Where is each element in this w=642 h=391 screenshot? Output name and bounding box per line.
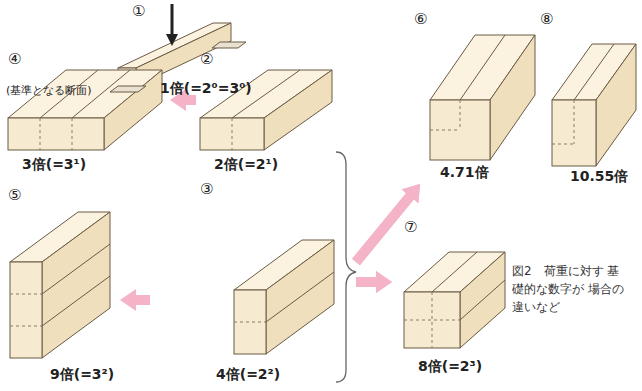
beam-section (552, 100, 596, 166)
hidden-seam (430, 130, 460, 131)
ratio-label: 4.71倍 (440, 164, 489, 181)
callout-number: ② (200, 50, 213, 68)
hidden-seam (432, 292, 433, 348)
ratio-label: 9倍(=3²) (50, 366, 114, 383)
beam-side-face (490, 35, 535, 160)
callout-number: ⑧ (540, 10, 553, 28)
beam-side-face (42, 212, 110, 358)
beam-node: ⑦ 8倍(=2³) (392, 214, 512, 388)
flow-arrow (356, 195, 411, 262)
hidden-seam (40, 118, 41, 150)
beam-side-face (104, 70, 162, 150)
ratio-label: 3倍(=3¹) (22, 156, 86, 173)
callout-number: ⑤ (8, 186, 21, 204)
callout-number: ⑥ (414, 10, 427, 28)
flow-arrow (356, 277, 378, 287)
beam (234, 240, 334, 354)
beam-node: ① (基準となる断面) 1倍(=2⁰=3⁰) (8, 0, 258, 102)
beam-section (430, 100, 490, 160)
support-plate (110, 86, 146, 92)
callout-number: ⑦ (404, 218, 417, 236)
hidden-seam (460, 100, 461, 130)
beam-group (8, 23, 636, 358)
beam (8, 70, 162, 150)
callout-number: ④ (8, 50, 21, 68)
hidden-seam (552, 144, 574, 145)
beam-section (234, 290, 266, 354)
hidden-seam (72, 118, 73, 150)
ratio-label: 2倍(=2¹) (214, 156, 278, 173)
seam-line (266, 272, 334, 322)
flow-arrow (184, 95, 196, 105)
hidden-seam (10, 326, 42, 327)
seam-line (42, 276, 110, 326)
beam-node: ② 2倍(=2¹) (196, 48, 356, 286)
beam (552, 44, 636, 166)
beam-section (200, 118, 264, 150)
beam-node: ⑧ 10.55倍 (540, 8, 640, 196)
beam (430, 35, 535, 160)
beam-section (404, 292, 460, 348)
beam (404, 252, 505, 348)
seam-line (574, 44, 614, 100)
load-arrow (171, 4, 174, 36)
hidden-seam (574, 100, 575, 144)
beam-side-face (460, 252, 505, 348)
flow-arrow (356, 277, 378, 287)
callout-number: ③ (200, 180, 213, 198)
seam-line (42, 244, 110, 294)
seam-line (432, 252, 477, 292)
hidden-seam (234, 322, 266, 323)
figure-caption: 図2 荷重に対す 基礎的な数字が 場合の違いなど (512, 262, 624, 316)
hidden-seam (10, 294, 42, 295)
hidden-seam (232, 118, 233, 150)
beam-side-face (264, 70, 332, 150)
ratio-label: 1倍(=2⁰=3⁰) (160, 80, 252, 97)
brace (336, 152, 356, 382)
beam-section (10, 262, 42, 358)
hidden-seam (404, 320, 460, 321)
beam-node: ⑥ 4.71倍 (410, 8, 535, 184)
beam-node: ⑤ 9倍(=3²) (4, 180, 120, 388)
beam (10, 212, 110, 358)
beam-section (8, 118, 104, 150)
beam-side-face (266, 240, 334, 354)
ratio-label: 8倍(=2³) (418, 358, 482, 375)
support-plate (212, 42, 246, 48)
beam-node: ④ 3倍(=3¹) (4, 48, 170, 176)
beam-node: ③ 4倍(=2²) (150, 176, 356, 388)
flow-arrow (356, 195, 411, 262)
ratio-label: (基準となる断面) (6, 84, 92, 97)
load-arrow-head (166, 34, 178, 46)
seam-line (460, 35, 505, 100)
ratio-label: 4倍(=2²) (216, 366, 280, 383)
beam-side-face (596, 44, 636, 166)
ratio-label: 10.55倍 (570, 168, 628, 185)
seam-line (460, 280, 505, 320)
callout-number: ① (132, 2, 145, 20)
flow-arrow (134, 295, 150, 305)
